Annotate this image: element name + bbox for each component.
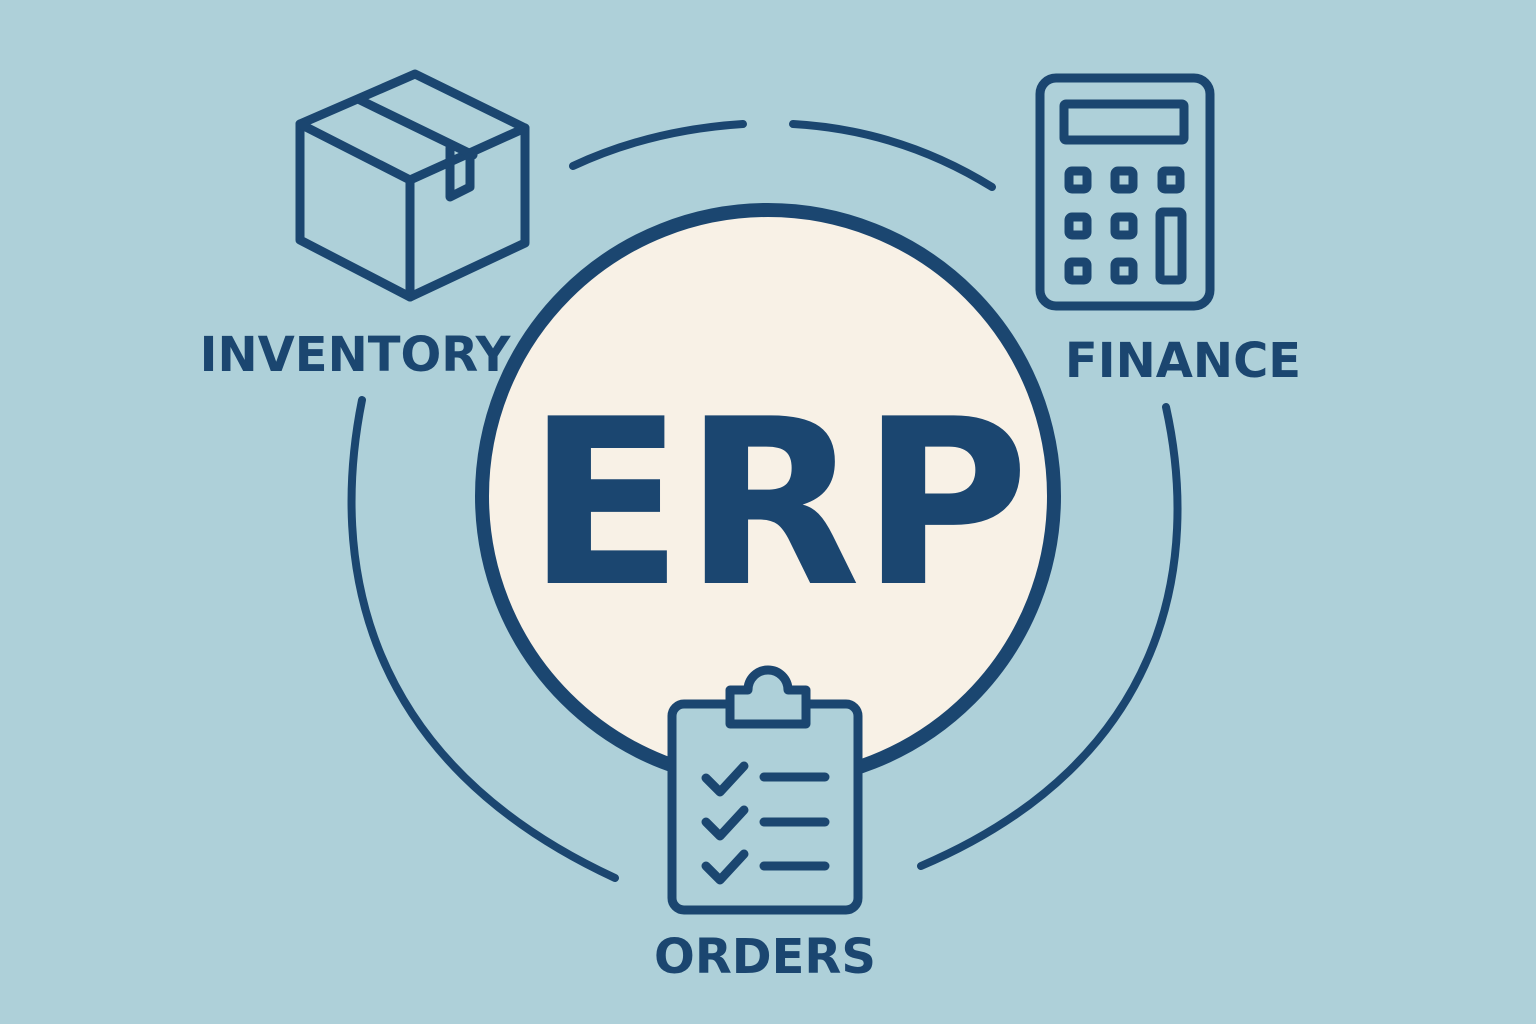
module-label-orders: ORDERS	[654, 929, 876, 985]
module-finance: FINANCE	[1035, 73, 1301, 389]
module-label-finance: FINANCE	[1065, 333, 1301, 389]
clipboard-checklist-icon	[667, 665, 863, 915]
connector-arc-left	[347, 396, 619, 882]
clipboard-clip	[725, 665, 811, 729]
connector-arc-top-left	[569, 120, 747, 170]
connector-arc-right	[917, 403, 1182, 870]
package-box-icon	[295, 69, 530, 302]
calculator-icon	[1035, 73, 1215, 311]
connector-ring	[347, 120, 1182, 882]
module-inventory: INVENTORY	[200, 69, 530, 383]
erp-hub: ERP	[475, 203, 1061, 789]
clipboard-board	[667, 699, 863, 915]
module-orders: ORDERS	[654, 665, 876, 985]
module-label-inventory: INVENTORY	[200, 327, 512, 383]
erp-title: ERP	[527, 371, 1030, 638]
connector-arc-top-right	[789, 120, 996, 191]
